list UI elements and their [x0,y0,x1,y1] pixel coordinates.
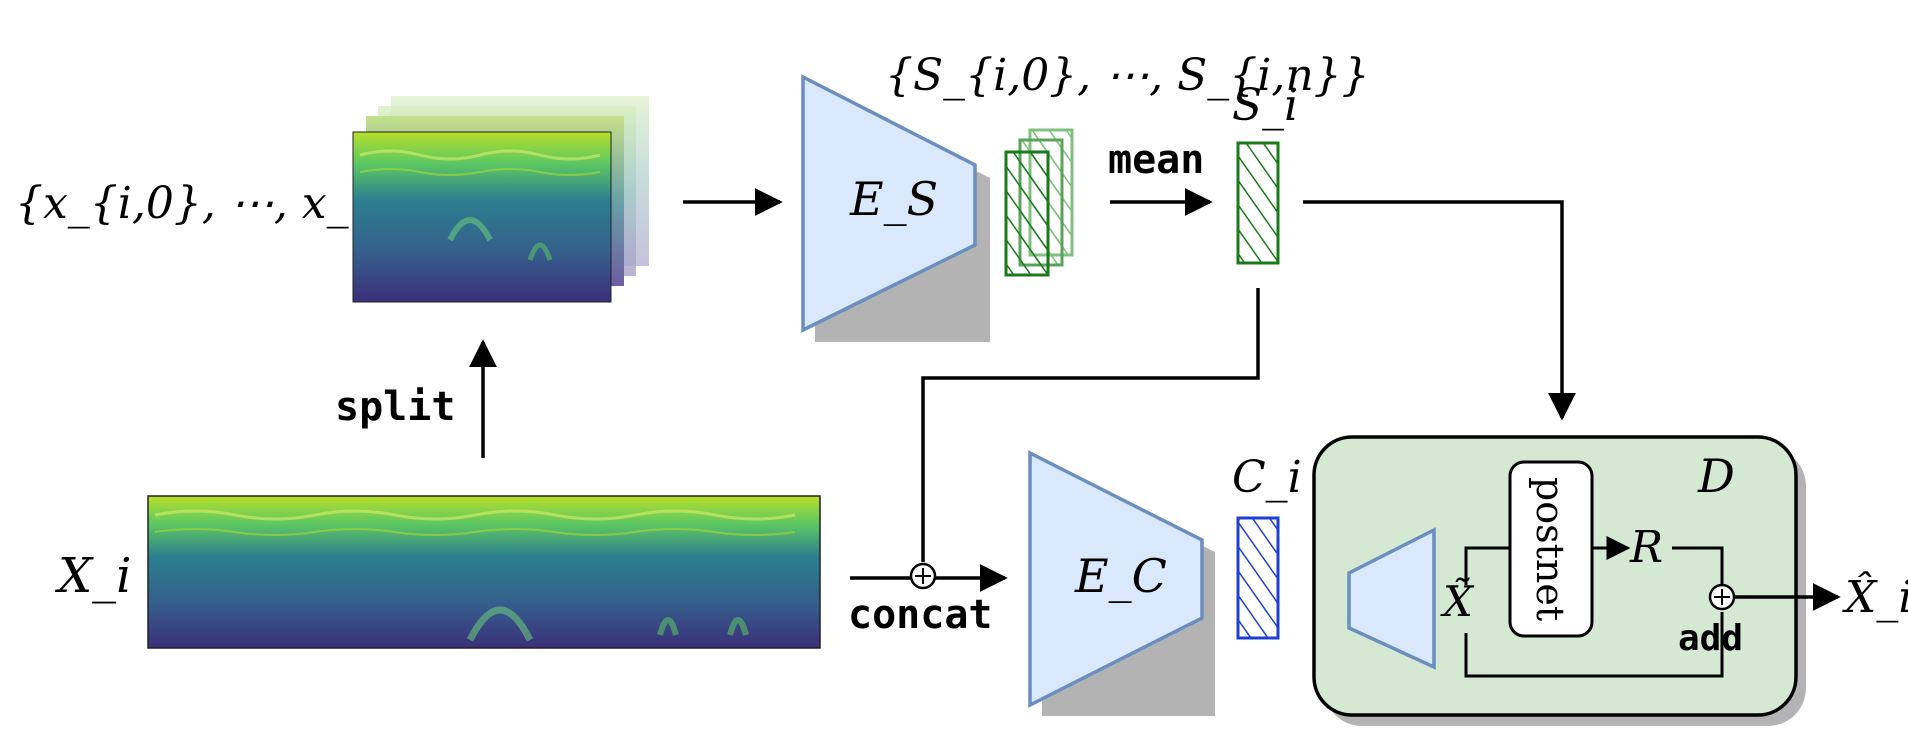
spectrogram-texture [359,149,601,261]
s-mean-label: S_i [1232,80,1298,131]
line-xtilde-to-postnet [1464,546,1510,585]
s-mean-vector [1236,141,1280,265]
content-embedding: C_i [1232,452,1302,640]
decoder-label: D [1697,449,1735,503]
decoder: D X̃ postnet R add [1312,435,1806,726]
decoder-trapezoid [1347,527,1436,670]
postnet-label: postnet [1528,477,1572,621]
embedding-front [1004,150,1050,277]
speaker-encoder: E_S [801,74,990,342]
full-spectrogram [147,495,821,649]
c-vector [1236,516,1280,640]
concat-node [909,562,937,590]
line-xtilde-skip [1464,612,1724,678]
split-label: split [335,384,455,430]
ec-trapezoid [1028,450,1204,708]
add-node [1708,583,1736,611]
concat-label: concat [848,592,993,638]
add-label: add [1678,618,1743,659]
segment-spectrogram-stack [352,96,649,303]
es-trapezoid [801,74,977,333]
line-si-to-concat [921,288,1260,562]
full-spectrogram-image [147,495,821,649]
speaker-embedding: S_i [1232,80,1298,265]
ec-label: E_C [1074,549,1167,603]
x-hat-label: X̂_i [1842,570,1908,623]
r-label: R [1629,522,1663,573]
line-r-to-add [1672,546,1724,584]
segment-embeddings: {S_{i,0}, ⋯, S_{i,n}} [885,50,1370,277]
arrow-si-to-decoder [1303,200,1576,421]
s-segments-label: {S_{i,0}, ⋯, S_{i,n}} [885,50,1370,101]
c-label: C_i [1232,452,1302,503]
es-label: E_S [849,172,938,226]
x-full-label: X_i [54,548,132,604]
x-tilde-label: X̃ [1440,576,1475,626]
mean-label: mean [1108,137,1204,183]
content-encoder: E_C [1028,450,1215,716]
